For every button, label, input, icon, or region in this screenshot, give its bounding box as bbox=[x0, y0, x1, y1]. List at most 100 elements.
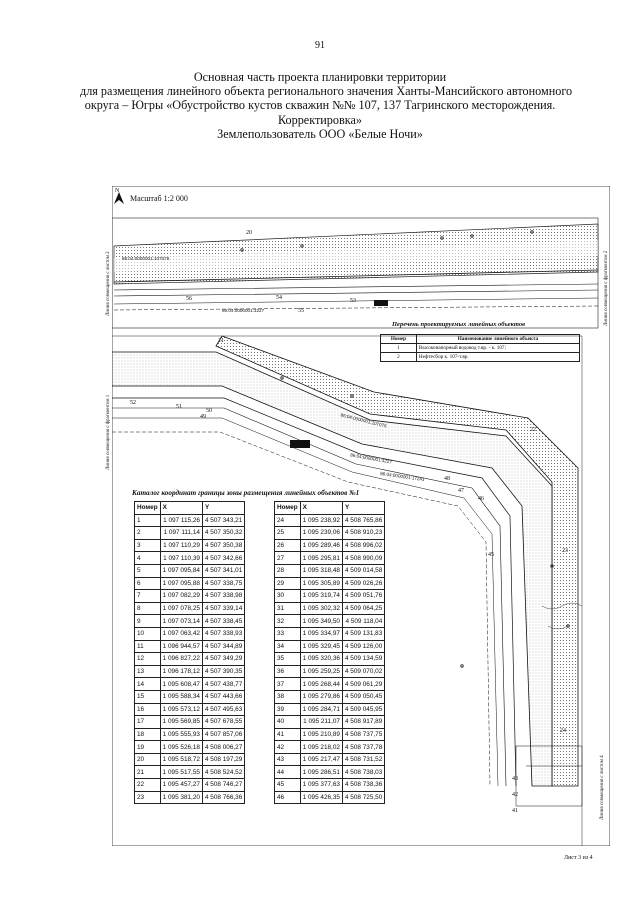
catalog-cell-num: 15 bbox=[134, 689, 161, 704]
catalog-cell-y: 4 509 118,04 bbox=[341, 614, 386, 628]
catalog-cell-num: 39 bbox=[274, 702, 301, 717]
title-line-4: Корректировка» bbox=[277, 112, 362, 127]
map-scale: Масштаб 1:2 000 bbox=[130, 194, 188, 203]
catalog-cell-num: 17 bbox=[134, 715, 161, 729]
catalog-cell-y: 4 507 342,66 bbox=[201, 551, 246, 565]
catalog-cell-x: 1 095 210,89 bbox=[299, 727, 343, 742]
catalog-cell-y: 4 507 857,06 bbox=[201, 727, 246, 742]
cadastral-label: 86:04:0000001:107076 bbox=[122, 256, 170, 261]
catalog-header-x: X bbox=[299, 501, 343, 515]
catalog-cell-num: 4 bbox=[134, 551, 161, 565]
map-svg bbox=[112, 186, 610, 846]
catalog-cell-y: 4 509 064,25 bbox=[341, 601, 386, 616]
catalog-cell-x: 1 095 279,86 bbox=[299, 689, 343, 704]
point-label: 54 bbox=[276, 295, 282, 301]
catalog-cell-y: 4 508 725,50 bbox=[341, 790, 386, 805]
match-line-right-top: Линия совмещения с фрагментом 2 bbox=[604, 250, 609, 326]
catalog-cell-x: 1 095 319,74 bbox=[299, 589, 343, 603]
catalog-cell-y: 4 508 731,52 bbox=[341, 752, 386, 767]
catalog-cell-y: 4 507 338,45 bbox=[201, 614, 246, 628]
catalog-cell-y: 4 508 746,27 bbox=[201, 778, 246, 792]
catalog-cell-y: 4 507 341,01 bbox=[201, 563, 246, 578]
point-label: 52 bbox=[130, 400, 136, 406]
catalog-cell-num: 6 bbox=[134, 576, 161, 591]
catalog-cell-num: 45 bbox=[274, 778, 301, 792]
catalog-cell-x: 1 097 063,42 bbox=[159, 626, 203, 641]
catalog-cell-num: 9 bbox=[134, 614, 161, 628]
catalog-cell-num: 41 bbox=[274, 727, 301, 742]
catalog-cell-x: 1 097 110,39 bbox=[159, 551, 203, 565]
catalog-cell-y: 4 508 524,52 bbox=[201, 765, 246, 780]
legend-cell-name: Нефтесбор к. 107-т.вр. bbox=[415, 352, 581, 362]
catalog-cell-num: 33 bbox=[274, 626, 301, 641]
catalog-cell-x: 1 095 305,89 bbox=[299, 576, 343, 591]
catalog-cell-y: 4 509 050,45 bbox=[341, 689, 386, 704]
catalog-cell-x: 1 095 211,07 bbox=[299, 715, 343, 729]
catalog-cell-y: 4 508 917,89 bbox=[341, 715, 386, 729]
point-label: 47 bbox=[458, 488, 464, 494]
catalog-cell-y: 4 508 910,23 bbox=[341, 526, 386, 540]
catalog-cell-x: 1 095 268,44 bbox=[299, 677, 343, 691]
catalog-cell-num: 36 bbox=[274, 664, 301, 679]
catalog-cell-y: 4 508 737,75 bbox=[341, 727, 386, 742]
catalog-cell-x: 1 097 078,25 bbox=[159, 601, 203, 616]
catalog-cell-num: 31 bbox=[274, 601, 301, 616]
catalog-cell-num: 44 bbox=[274, 765, 301, 780]
catalog-cell-x: 1 095 349,50 bbox=[299, 614, 343, 628]
catalog-cell-y: 4 508 990,09 bbox=[341, 551, 386, 565]
catalog-header-y: Y bbox=[341, 501, 386, 515]
catalog-cell-num: 34 bbox=[274, 639, 301, 654]
catalog-header-y: Y bbox=[201, 501, 246, 515]
north-label: N bbox=[115, 188, 120, 194]
catalog-cell-x: 1 095 295,81 bbox=[299, 551, 343, 565]
point-label: 46 bbox=[478, 496, 484, 502]
point-label: 49 bbox=[200, 414, 206, 420]
catalog-cell-y: 4 508 737,78 bbox=[341, 740, 386, 754]
document-title: Основная часть проекта планировки террит… bbox=[80, 70, 572, 141]
catalog-cell-num: 12 bbox=[134, 652, 161, 666]
catalog-cell-x: 1 095 286,51 bbox=[299, 765, 343, 780]
catalog-cell-x: 1 096 944,57 bbox=[159, 639, 203, 654]
catalog-cell-y: 4 509 131,83 bbox=[341, 626, 386, 641]
catalog-cell-num: 28 bbox=[274, 563, 301, 578]
cadastral-label: 86:04:0000001:3227 bbox=[222, 308, 265, 313]
catalog-cell-y: 4 508 766,36 bbox=[201, 790, 246, 805]
catalog-cell-x: 1 095 555,93 bbox=[159, 727, 203, 742]
catalog-cell-x: 1 097 115,26 bbox=[159, 513, 203, 528]
point-label: 42 bbox=[512, 792, 518, 798]
catalog-cell-y: 4 507 438,77 bbox=[201, 677, 246, 691]
catalog-cell-x: 1 095 517,55 bbox=[159, 765, 203, 780]
catalog-cell-y: 4 508 738,03 bbox=[341, 765, 386, 780]
point-label: 23 bbox=[562, 548, 568, 554]
catalog-cell-x: 1 095 334,97 bbox=[299, 626, 343, 641]
catalog-cell-num: 30 bbox=[274, 589, 301, 603]
point-label: 45 bbox=[488, 552, 494, 558]
catalog-cell-y: 4 507 390,35 bbox=[201, 664, 246, 679]
catalog-cell-num: 1 bbox=[134, 513, 161, 528]
catalog-cell-y: 4 508 738,36 bbox=[341, 778, 386, 792]
legend-header-number: Номер bbox=[380, 334, 417, 344]
catalog-header-x: X bbox=[159, 501, 203, 515]
catalog-cell-num: 2 bbox=[134, 526, 161, 540]
catalog-cell-x: 1 097 082,29 bbox=[159, 589, 203, 603]
catalog-cell-num: 46 bbox=[274, 790, 301, 805]
catalog-cell-num: 29 bbox=[274, 576, 301, 591]
catalog-cell-x: 1 095 284,71 bbox=[299, 702, 343, 717]
